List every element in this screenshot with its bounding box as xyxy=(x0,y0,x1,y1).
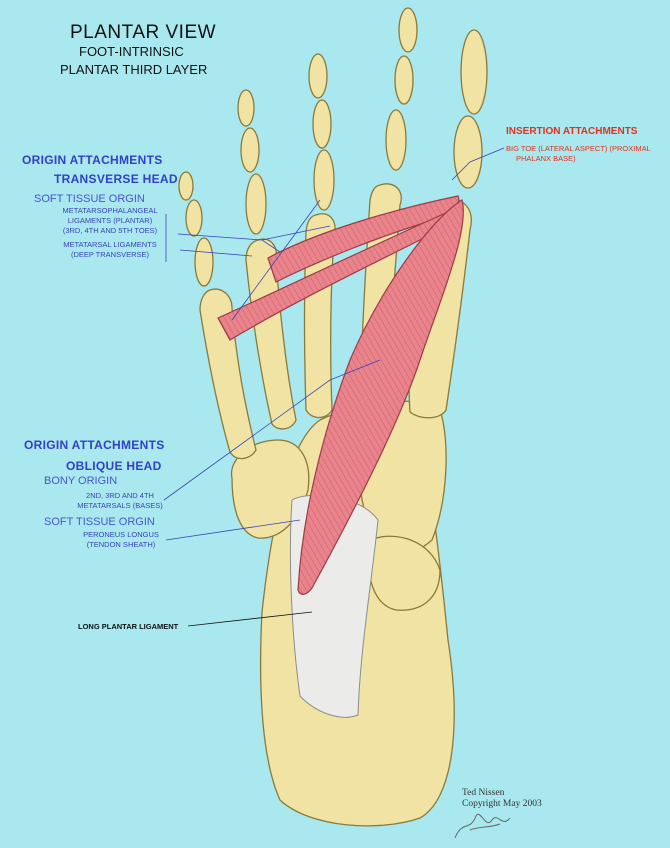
toe2-distal-phalanx xyxy=(398,7,418,53)
toe3-middle-phalanx xyxy=(312,99,332,149)
toe4-proximal-phalanx xyxy=(245,173,267,235)
ligament-pointer xyxy=(187,611,313,627)
toe3-distal-phalanx xyxy=(308,53,328,99)
pointer-lines xyxy=(163,147,505,541)
toe5-middle-phalanx xyxy=(185,199,203,237)
toe4-middle-phalanx xyxy=(240,127,260,173)
toe5-distal-phalanx xyxy=(178,171,194,201)
toe1-distal-phalanx xyxy=(460,29,488,115)
transverse-ligament-1: METATARSOPHALANGEAL LIGAMENTS (PLANTAR) … xyxy=(62,206,158,235)
oblique-head-label: OBLIQUE HEAD xyxy=(66,459,162,473)
toe4-distal-phalanx xyxy=(237,89,255,127)
insertion-heading: INSERTION ATTACHMENTS xyxy=(506,126,638,137)
cuboid xyxy=(230,439,310,539)
oblique-bony-detail: 2ND, 3RD AND 4TH METATARSALS (BASES) xyxy=(77,491,163,510)
toe2-proximal-phalanx xyxy=(385,109,407,171)
insertion-detail: BIG TOE (LATERAL ASPECT) (PROXIMAL PHALA… xyxy=(506,144,651,163)
page-title: PLANTAR VIEW xyxy=(70,22,217,43)
toe5-proximal-phalanx xyxy=(194,237,214,287)
page-subtitle: FOOT-INTRINSIC xyxy=(79,44,184,59)
navicular xyxy=(367,535,441,611)
oblique-bony-label: BONY ORIGIN xyxy=(44,475,118,487)
toe1-proximal-phalanx xyxy=(453,115,483,189)
oblique-soft-tissue-label: SOFT TISSUE ORGIN xyxy=(44,516,155,528)
oblique-tissue-detail: PERONEUS LONGUS (TENDON SHEATH) xyxy=(83,530,159,549)
transverse-ligament-2: METATARSAL LIGAMENTS (DEEP TRANSVERSE) xyxy=(63,240,157,259)
oblique-origin-heading: ORIGIN ATTACHMENTS xyxy=(24,438,165,452)
adductor-hallucis xyxy=(217,195,464,595)
transverse-soft-tissue-label: SOFT TISSUE ORGIN xyxy=(34,193,145,205)
transverse-origin-heading: ORIGIN ATTACHMENTS xyxy=(22,153,163,167)
signature xyxy=(454,813,511,839)
metatarsal-5 xyxy=(199,288,257,460)
author-credit: Ted Nissen Copyright May 2003 xyxy=(462,788,542,809)
layer-title: PLANTAR THIRD LAYER xyxy=(60,62,208,77)
toe3-proximal-phalanx xyxy=(313,149,335,211)
oblique-head xyxy=(297,199,464,595)
transverse-head-label: TRANSVERSE HEAD xyxy=(54,172,178,186)
toe2-middle-phalanx xyxy=(394,55,414,105)
long-plantar-ligament-label: LONG PLANTAR LIGAMENT xyxy=(78,622,179,631)
